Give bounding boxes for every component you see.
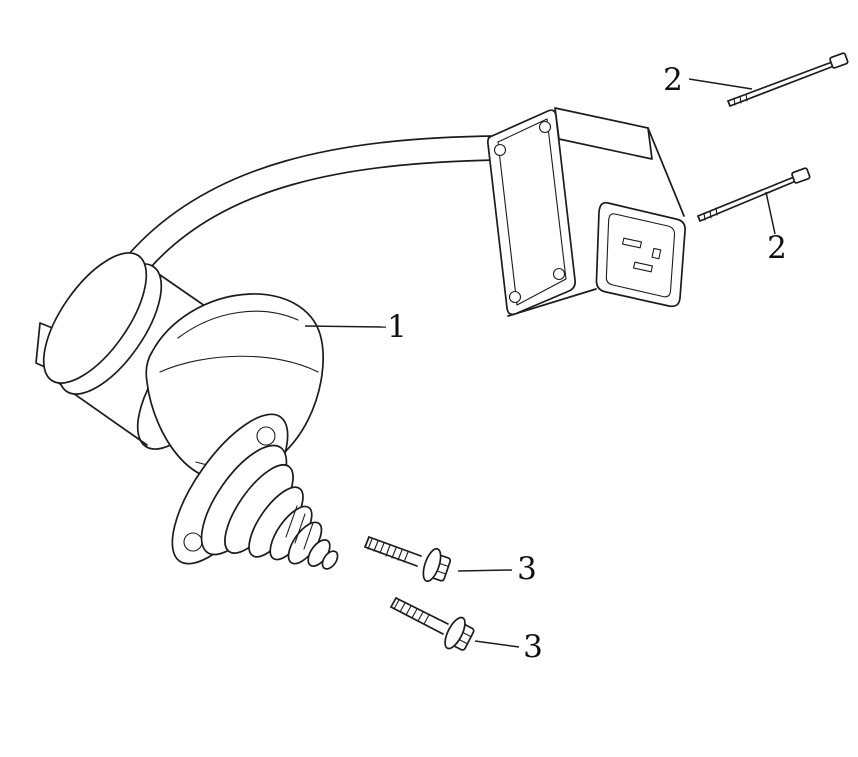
flange-bolt-lower [390,597,475,651]
screw-shaft-line-1 [697,176,795,217]
callout-1: 1 [304,309,407,345]
bolt-shaft-line-1 [395,597,449,625]
bolt-thread-ticks [367,538,409,563]
relay-connector-inner [605,213,676,298]
callout-2-lower-label: 2 [767,230,787,266]
flange-bolt-hole-lower [183,532,203,552]
relay-screw-bottom-right [552,267,566,281]
bolt-shaft-line-2 [390,606,444,635]
bolt-shaft-line-2 [364,546,418,567]
wire-harness [127,135,498,269]
wire-upper-line [127,135,496,256]
callout-2-upper-leader [688,78,753,90]
screw-tail [727,100,731,107]
bolt-flange-washer [444,616,466,650]
relay-screw-lower [697,167,811,222]
relay-screw-bottom-left [508,290,522,304]
relay-screw-top-left [493,143,507,157]
relay-terminal-blade-2 [633,261,653,273]
callout-1-label: 1 [387,309,407,345]
wire-lower-line [149,159,498,269]
callout-3-upper-leader [457,569,513,572]
callout-3-upper: 3 [457,551,537,587]
callout-3-lower-leader [474,640,520,648]
housing-seam-mid [159,355,319,373]
relay-top-face [554,107,653,160]
relay-screw-upper [727,52,849,107]
callout-2-lower-leader [765,191,776,235]
relay-terminal-pin [651,247,662,260]
gear-hatch-3 [303,522,314,550]
screw-shaft-line-2 [729,65,835,107]
callout-2-lower: 2 [765,191,787,266]
callout-3-upper-label: 3 [517,551,537,587]
gear-hatch-1 [285,505,298,538]
callouts: 1 2 2 3 3 [304,62,787,665]
callout-1-leader [304,325,387,328]
screw-head [829,52,849,69]
relay-plate-inner-outline [497,118,567,306]
motor-rear-cap [42,252,148,384]
starter-motor [35,252,339,570]
screw-thread-ticks [733,93,748,106]
starter-relay [486,107,686,317]
screw-tail [697,215,701,222]
bolt-tail [390,597,397,608]
relay-screw-top-right [538,120,552,134]
flange-bolt-upper [364,536,452,583]
bolt-thread-ticks [393,599,430,625]
relay-terminal-blade-1 [622,237,642,249]
flange-bolt-hole-upper [256,426,276,446]
gear-hatch-2 [294,513,306,544]
nose-tip-end [321,550,339,570]
screw-thread-ticks [703,207,718,221]
relay-front-plate [486,109,576,316]
bolt-shaft-line-1 [368,536,422,557]
callout-2-upper: 2 [663,62,753,98]
screw-head [791,167,811,184]
housing-ridge-upper [177,310,299,339]
bolt-tail [364,536,370,548]
screw-shaft-line-1 [727,61,833,102]
motor-body-fill [53,259,231,445]
callout-3-lower-label: 3 [523,629,543,665]
callout-3-lower: 3 [474,629,543,665]
callout-2-upper-label: 2 [663,62,683,98]
bolt-flange-washer [422,547,442,583]
screw-shaft-line-2 [699,180,797,222]
relay-right-edge [647,127,685,217]
